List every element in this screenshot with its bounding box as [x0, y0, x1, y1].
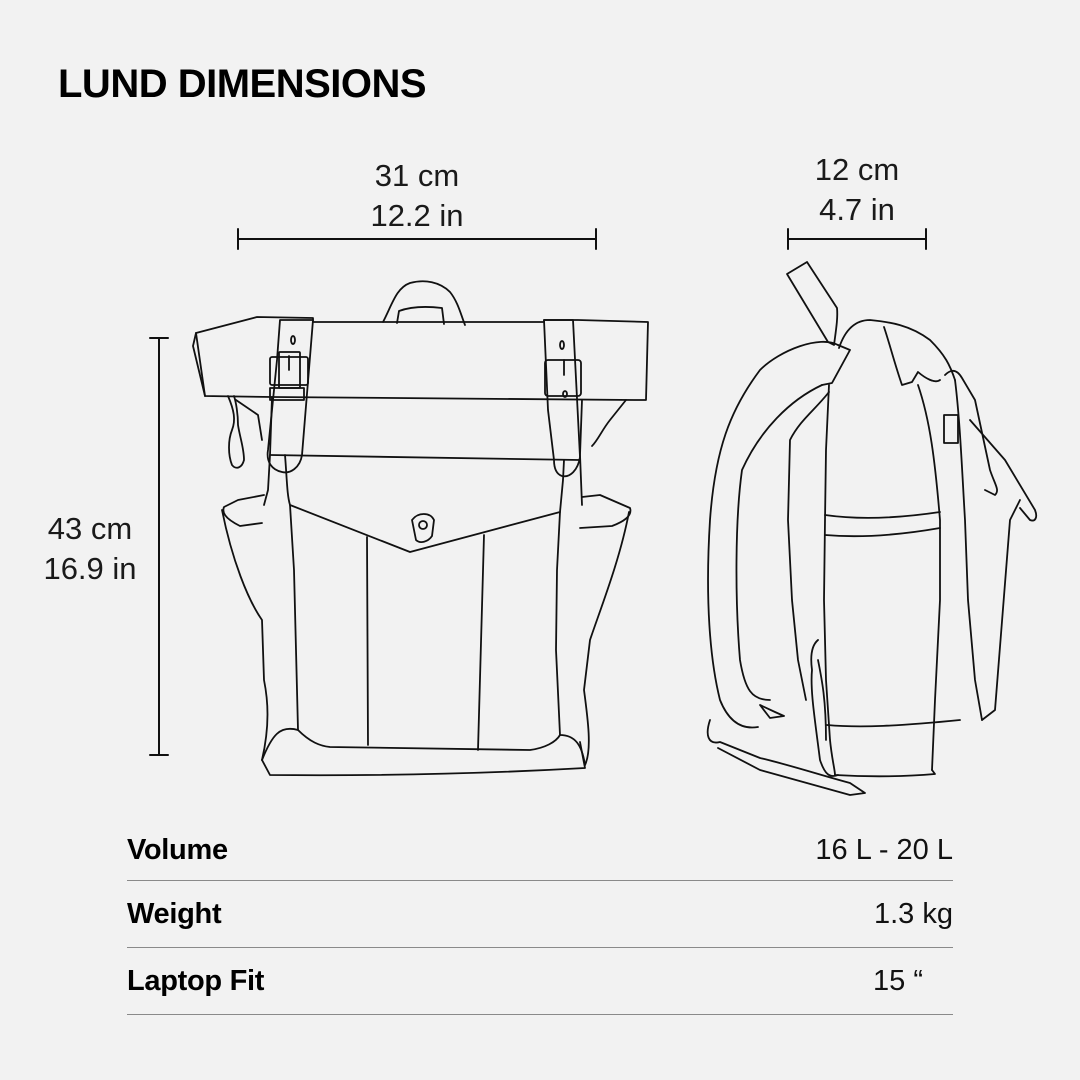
spec-row-volume: Volume 16 L - 20 L — [127, 820, 953, 881]
backpack-side-illustration — [706, 261, 1038, 796]
spec-value: 1.3 kg — [874, 897, 953, 930]
width-cm: 31 cm — [374, 158, 460, 193]
height-dimension-label: 43 cm 16.9 in — [30, 509, 150, 589]
height-dimension-line — [149, 337, 169, 756]
spec-label: Volume — [127, 833, 228, 866]
spec-row-weight: Weight 1.3 kg — [127, 881, 953, 948]
spec-value: 16 L - 20 L — [815, 833, 953, 866]
width-dimension-line — [237, 228, 597, 250]
depth-in: 4.7 in — [819, 192, 895, 227]
depth-dimension-line — [787, 228, 927, 250]
page-title: LUND DIMENSIONS — [58, 62, 427, 106]
width-dimension-label: 31 cm 12.2 in — [337, 156, 497, 236]
height-cm: 43 cm — [47, 511, 133, 546]
height-in: 16.9 in — [43, 551, 137, 586]
spec-label: Weight — [127, 897, 222, 930]
spec-row-laptop-fit: Laptop Fit 15 “ — [127, 948, 953, 1015]
backpack-front-illustration — [192, 280, 649, 777]
specs-table: Volume 16 L - 20 L Weight 1.3 kg Laptop … — [127, 820, 953, 1015]
width-in: 12.2 in — [370, 198, 464, 233]
spec-value: 15 “ — [873, 964, 923, 997]
depth-dimension-label: 12 cm 4.7 in — [777, 150, 937, 230]
spec-label: Laptop Fit — [127, 964, 265, 997]
depth-cm: 12 cm — [814, 152, 900, 187]
